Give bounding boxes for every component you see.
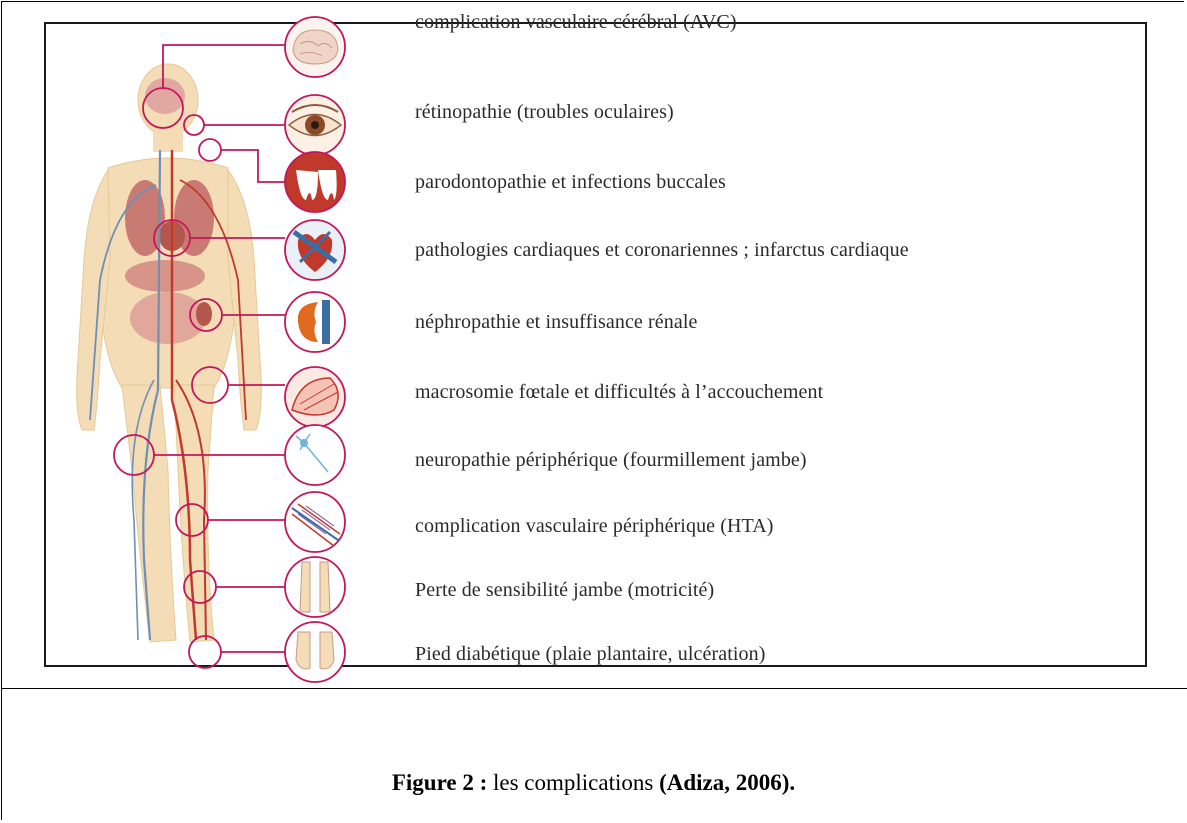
complication-icons xyxy=(285,17,345,682)
complication-label-periodontal: parodontopathie et infections buccales xyxy=(415,172,726,192)
complication-label-neuropathy: neuropathie périphérique (fourmillement … xyxy=(415,450,807,470)
complication-label-diabetic-foot: Pied diabétique (plaie plantaire, ulcéra… xyxy=(415,644,765,664)
complication-label-cardiac: pathologies cardiaques et coronariennes … xyxy=(415,240,909,260)
fetus-icon xyxy=(285,367,345,427)
feet-icon xyxy=(285,622,345,682)
heart-icon xyxy=(285,220,345,280)
complication-label-nephropathy: néphropathie et insuffisance rénale xyxy=(415,312,697,332)
complication-label-sensitivity-loss: Perte de sensibilité jambe (motricité) xyxy=(415,580,714,600)
figure-caption: Figure 2 : les complications (Adiza, 200… xyxy=(0,770,1187,796)
kidney-icon xyxy=(285,292,345,352)
neuron-icon xyxy=(285,425,345,485)
complication-label-avc: complication vasculaire cérébral (AVC) xyxy=(415,12,737,32)
complication-label-retinopathy: rétinopathie (troubles oculaires) xyxy=(415,102,674,122)
caption-figure-label: Figure 2 : xyxy=(392,770,487,795)
caption-source: (Adiza, 2006). xyxy=(659,770,795,795)
blood-vessel-icon xyxy=(285,492,345,552)
teeth-icon xyxy=(285,152,345,212)
complication-label-macrosomia: macrosomie fœtale et difficultés à l’acc… xyxy=(415,382,823,402)
eye-icon xyxy=(285,95,345,155)
caption-text: les complications xyxy=(487,770,659,795)
complication-label-peripheral-vascular: complication vasculaire périphérique (HT… xyxy=(415,516,774,536)
legs-icon xyxy=(285,557,345,617)
brain-icon xyxy=(285,17,345,77)
